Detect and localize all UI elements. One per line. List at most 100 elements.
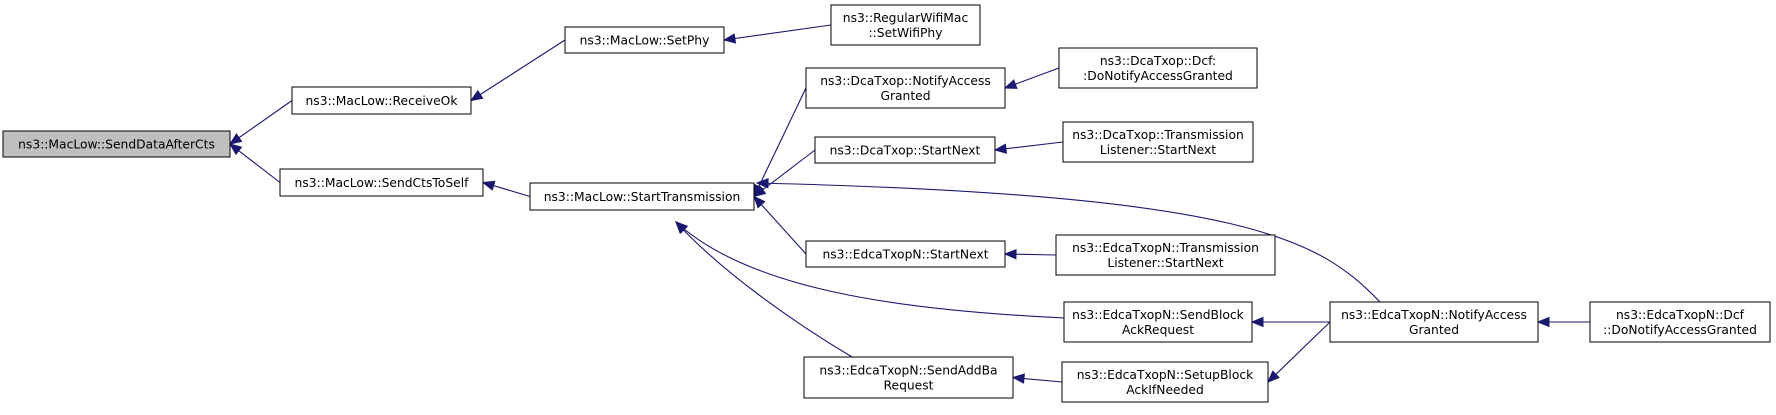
- node-label: ns3::RegularWifiMac: [843, 11, 968, 25]
- node-box: [814, 136, 996, 164]
- node-sdac[interactable]: ns3::MacLow::SendDataAfterCts: [2, 130, 231, 158]
- node-rwm[interactable]: ns3::RegularWifiMac::SetWifiPhy: [830, 4, 981, 46]
- node-label: :DoNotifyAccessGranted: [1083, 69, 1233, 83]
- node-cts[interactable]: ns3::MacLow::SendCtsToSelf: [279, 168, 484, 197]
- node-ena[interactable]: ns3::EdcaTxopN::NotifyAccessGranted: [1329, 301, 1539, 343]
- node-box: [291, 86, 472, 115]
- node-label: ns3::MacLow::StartTransmission: [544, 190, 741, 204]
- node-edna[interactable]: ns3::EdcaTxopN::Dcf::DoNotifyAccessGrant…: [1589, 301, 1771, 343]
- node-box: [805, 240, 1006, 268]
- edge-dsn-to-st: [752, 149, 816, 198]
- edge-arrowhead: [228, 143, 243, 156]
- edge-arrowhead: [228, 133, 243, 145]
- edge-st-to-cts: [481, 180, 531, 198]
- edge-arrowhead: [1267, 370, 1280, 383]
- node-dna[interactable]: ns3::DcaTxop::NotifyAccessGranted: [805, 67, 1006, 109]
- node-label: AckRequest: [1122, 323, 1194, 337]
- edge-rok-to-sdac: [228, 100, 293, 145]
- call-nodes: ns3::MacLow::SendDataAfterCtsns3::MacLow…: [2, 4, 1771, 403]
- edge-cts-to-sdac: [228, 143, 281, 183]
- node-box: [805, 67, 1006, 109]
- edge-arrowhead: [755, 178, 769, 189]
- node-box: [1329, 301, 1539, 343]
- node-label: ns3::EdcaTxopN::Transmission: [1072, 241, 1259, 255]
- node-rok[interactable]: ns3::MacLow::ReceiveOk: [291, 86, 472, 115]
- edge-arrowhead: [469, 89, 484, 102]
- node-box: [1063, 301, 1253, 343]
- edge-arrowhead: [675, 221, 688, 235]
- edge-arrowhead: [753, 195, 766, 209]
- node-label: ns3::MacLow::SetPhy: [580, 34, 710, 48]
- edge-ena-to-st: [755, 178, 1381, 303]
- edge-sbar-to-st: [675, 221, 1065, 319]
- node-ddna[interactable]: ns3::DcaTxop::Dcf::DoNotifyAccessGranted: [1058, 47, 1258, 89]
- node-box: [1061, 361, 1269, 403]
- edge-arrowhead: [1011, 373, 1025, 384]
- node-box: [1589, 301, 1771, 343]
- call-edges: [228, 24, 1590, 384]
- node-label: Granted: [880, 89, 930, 103]
- edge-line: [753, 149, 816, 197]
- node-phy[interactable]: ns3::MacLow::SetPhy: [564, 26, 725, 54]
- edge-ena-to-sbar: [1250, 316, 1330, 328]
- node-label: Listener::StartNext: [1107, 256, 1223, 270]
- edge-arrowhead: [1003, 248, 1017, 260]
- edge-ena-to-sbai: [1267, 321, 1331, 383]
- node-label: ns3::DcaTxop::Transmission: [1072, 128, 1244, 142]
- edge-saba-to-st: [675, 221, 853, 358]
- node-box: [1055, 234, 1276, 276]
- edge-arrowhead: [481, 180, 496, 191]
- edge-arrowhead: [1250, 316, 1264, 328]
- edge-line: [229, 100, 293, 145]
- edge-rwm-to-phy: [722, 24, 832, 44]
- node-label: Listener::StartNext: [1100, 143, 1216, 157]
- edge-edna-to-ena: [1536, 316, 1590, 328]
- node-box: [564, 26, 725, 54]
- edge-line: [753, 87, 807, 197]
- node-label: AckIfNeeded: [1126, 383, 1204, 397]
- node-label: ns3::DcaTxop::StartNext: [830, 144, 981, 158]
- edge-line: [1267, 321, 1331, 383]
- edge-line: [723, 24, 832, 41]
- node-box: [279, 168, 484, 197]
- node-box: [1062, 121, 1254, 163]
- edge-line: [753, 196, 807, 255]
- node-box: [830, 4, 981, 46]
- edge-arrowhead: [1003, 79, 1018, 89]
- edge-dna-to-st: [753, 87, 807, 198]
- edge-line: [756, 182, 1381, 303]
- node-esn[interactable]: ns3::EdcaTxopN::StartNext: [805, 240, 1006, 268]
- node-label: ns3::MacLow::SendCtsToSelf: [295, 176, 470, 190]
- edge-line: [675, 221, 1065, 319]
- node-label: ns3::EdcaTxopN::NotifyAccess: [1341, 308, 1527, 322]
- node-label: ns3::DcaTxop::Dcf:: [1100, 54, 1216, 68]
- node-label: ns3::EdcaTxopN::Dcf: [1616, 308, 1745, 322]
- edge-arrowhead: [993, 143, 1008, 154]
- node-box: [529, 182, 755, 211]
- edge-phy-to-rok: [469, 39, 566, 102]
- node-label: ns3::EdcaTxopN::StartNext: [822, 248, 988, 262]
- node-etl[interactable]: ns3::EdcaTxopN::TransmissionListener::St…: [1055, 234, 1276, 276]
- node-box: [803, 356, 1014, 399]
- node-box: [2, 130, 231, 158]
- edge-dtl-to-dsn: [993, 141, 1064, 154]
- node-label: ns3::MacLow::SendDataAfterCts: [18, 138, 215, 152]
- edge-etl-to-esn: [1003, 248, 1057, 260]
- node-label: ns3::EdcaTxopN::SendAddBa: [819, 364, 997, 378]
- node-label: ::DoNotifyAccessGranted: [1603, 323, 1757, 337]
- node-st[interactable]: ns3::MacLow::StartTransmission: [529, 182, 755, 211]
- node-label: ::SetWifiPhy: [868, 26, 942, 40]
- node-dsn[interactable]: ns3::DcaTxop::StartNext: [814, 136, 996, 164]
- edge-ddna-to-dna: [1003, 67, 1060, 89]
- edge-esn-to-st: [753, 195, 807, 255]
- node-label: ns3::EdcaTxopN::SendBlock: [1072, 308, 1245, 322]
- node-dtl[interactable]: ns3::DcaTxop::TransmissionListener::Star…: [1062, 121, 1254, 163]
- edge-arrowhead: [1536, 316, 1550, 328]
- node-label: ns3::EdcaTxopN::SetupBlock: [1077, 368, 1254, 382]
- edge-sbai-to-saba: [1011, 373, 1063, 384]
- node-label: Granted: [1409, 323, 1459, 337]
